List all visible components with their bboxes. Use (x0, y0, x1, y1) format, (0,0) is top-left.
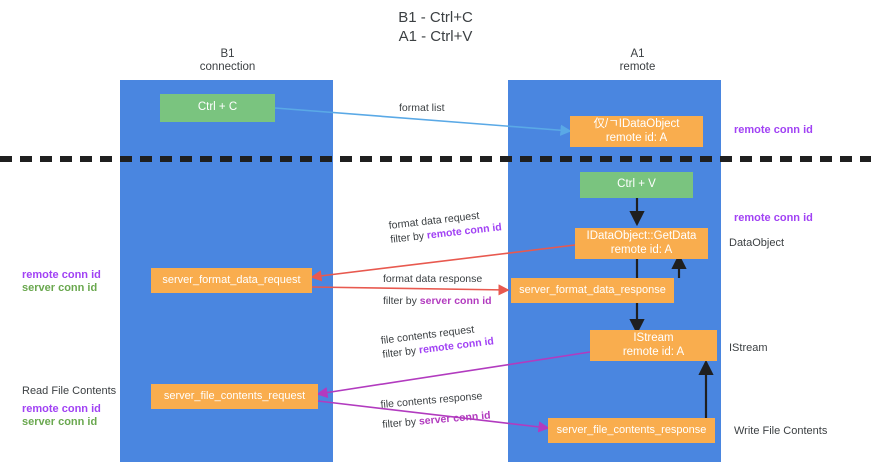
phase-separator (0, 156, 871, 162)
annotation-left-server-conn-id: server conn id (22, 282, 98, 294)
node-server-format-data-response[interactable]: server_format_data_response (511, 278, 674, 303)
caption-file-contents-response-group: file contents response filter by server … (380, 389, 491, 432)
node-ctrl-c[interactable]: Ctrl + C (160, 94, 275, 122)
annotation-right-istream: IStream (729, 342, 768, 354)
filter-prefix: filter by (381, 344, 420, 361)
annotation-right-dataobject: DataObject (729, 237, 785, 249)
annotation-right-write-file-contents: Write File Contents (734, 425, 828, 437)
column-header-b1: B1 connection (199, 48, 256, 73)
node-server-format-data-request[interactable]: server_format_data_request (151, 268, 312, 293)
page-title: B1 - Ctrl+C A1 - Ctrl+V (398, 9, 473, 45)
filter-prefix: filter by (389, 229, 428, 246)
caption-file-contents-request-group: file contents request filter by remote c… (380, 320, 495, 361)
filter-key: server conn id (418, 409, 492, 428)
caption-format-data-response-group: format data response filter by server co… (383, 272, 492, 308)
caption-format-data-request-group: format data request filter by remote con… (388, 206, 502, 247)
caption-file-contents-response-filter: filter by server conn id (382, 408, 491, 431)
annotation-right-remote-conn-id-top: remote conn id (734, 124, 813, 136)
annotation-left-read-file-contents: Read File Contents (22, 385, 117, 397)
column-header-a1: A1 remote (619, 48, 656, 73)
caption-format-data-response-filter: filter by server conn id (383, 294, 492, 308)
filter-prefix: filter by (383, 295, 420, 307)
annotation-right-remote-conn-id-mid: remote conn id (734, 212, 813, 224)
annotation-left-remote-conn-id-2: remote conn id (22, 403, 101, 415)
node-server-file-contents-request[interactable]: server_file_contents_request (151, 384, 318, 409)
filter-key: server conn id (419, 295, 492, 307)
caption-format-list: format list (399, 102, 445, 114)
annotation-left-remote-conn-id: remote conn id (22, 269, 101, 281)
annotation-left-server-conn-id-2: server conn id (22, 416, 98, 428)
node-idataobject[interactable]: 仅/ㄱIDataObject remote id: A (570, 116, 703, 147)
filter-prefix: filter by (381, 415, 420, 431)
caption-format-data-response: format data response (383, 273, 483, 285)
node-istream[interactable]: IStream remote id: A (590, 330, 717, 361)
node-ctrl-v[interactable]: Ctrl + V (580, 172, 693, 198)
caption-file-contents-response: file contents response (380, 390, 483, 411)
node-server-file-contents-response[interactable]: server_file_contents_response (548, 418, 715, 443)
node-idataobject-getdata[interactable]: IDataObject::GetData remote id: A (575, 228, 708, 259)
